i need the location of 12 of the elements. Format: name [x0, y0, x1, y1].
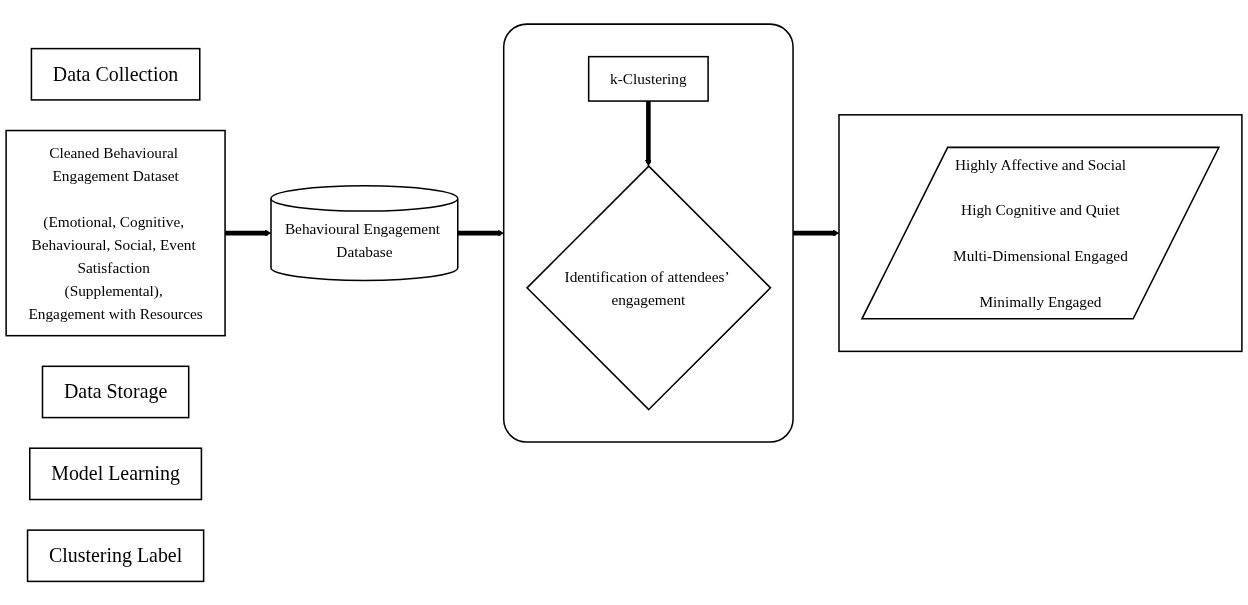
cluster	[502, 23, 794, 443]
node-box: Clustering Label	[26, 529, 205, 582]
node-box: Model Learning	[29, 447, 203, 500]
arrow	[225, 229, 272, 237]
arrow	[457, 229, 504, 237]
node-box: Cleaned Behavioural Engagement Dataset (Emotional, Cognitive, Behavioural, Social, Event Satisfaction (Supplemental), Engagement with Resources	[5, 129, 226, 337]
node-box: Data Collection	[30, 47, 201, 101]
node-diamond: Identification of attendees’ engagement	[525, 164, 772, 411]
node-box: k-Clustering	[587, 55, 709, 102]
cluster	[838, 113, 1243, 352]
arrow	[645, 100, 652, 167]
node-box: Data Storage	[41, 365, 190, 419]
